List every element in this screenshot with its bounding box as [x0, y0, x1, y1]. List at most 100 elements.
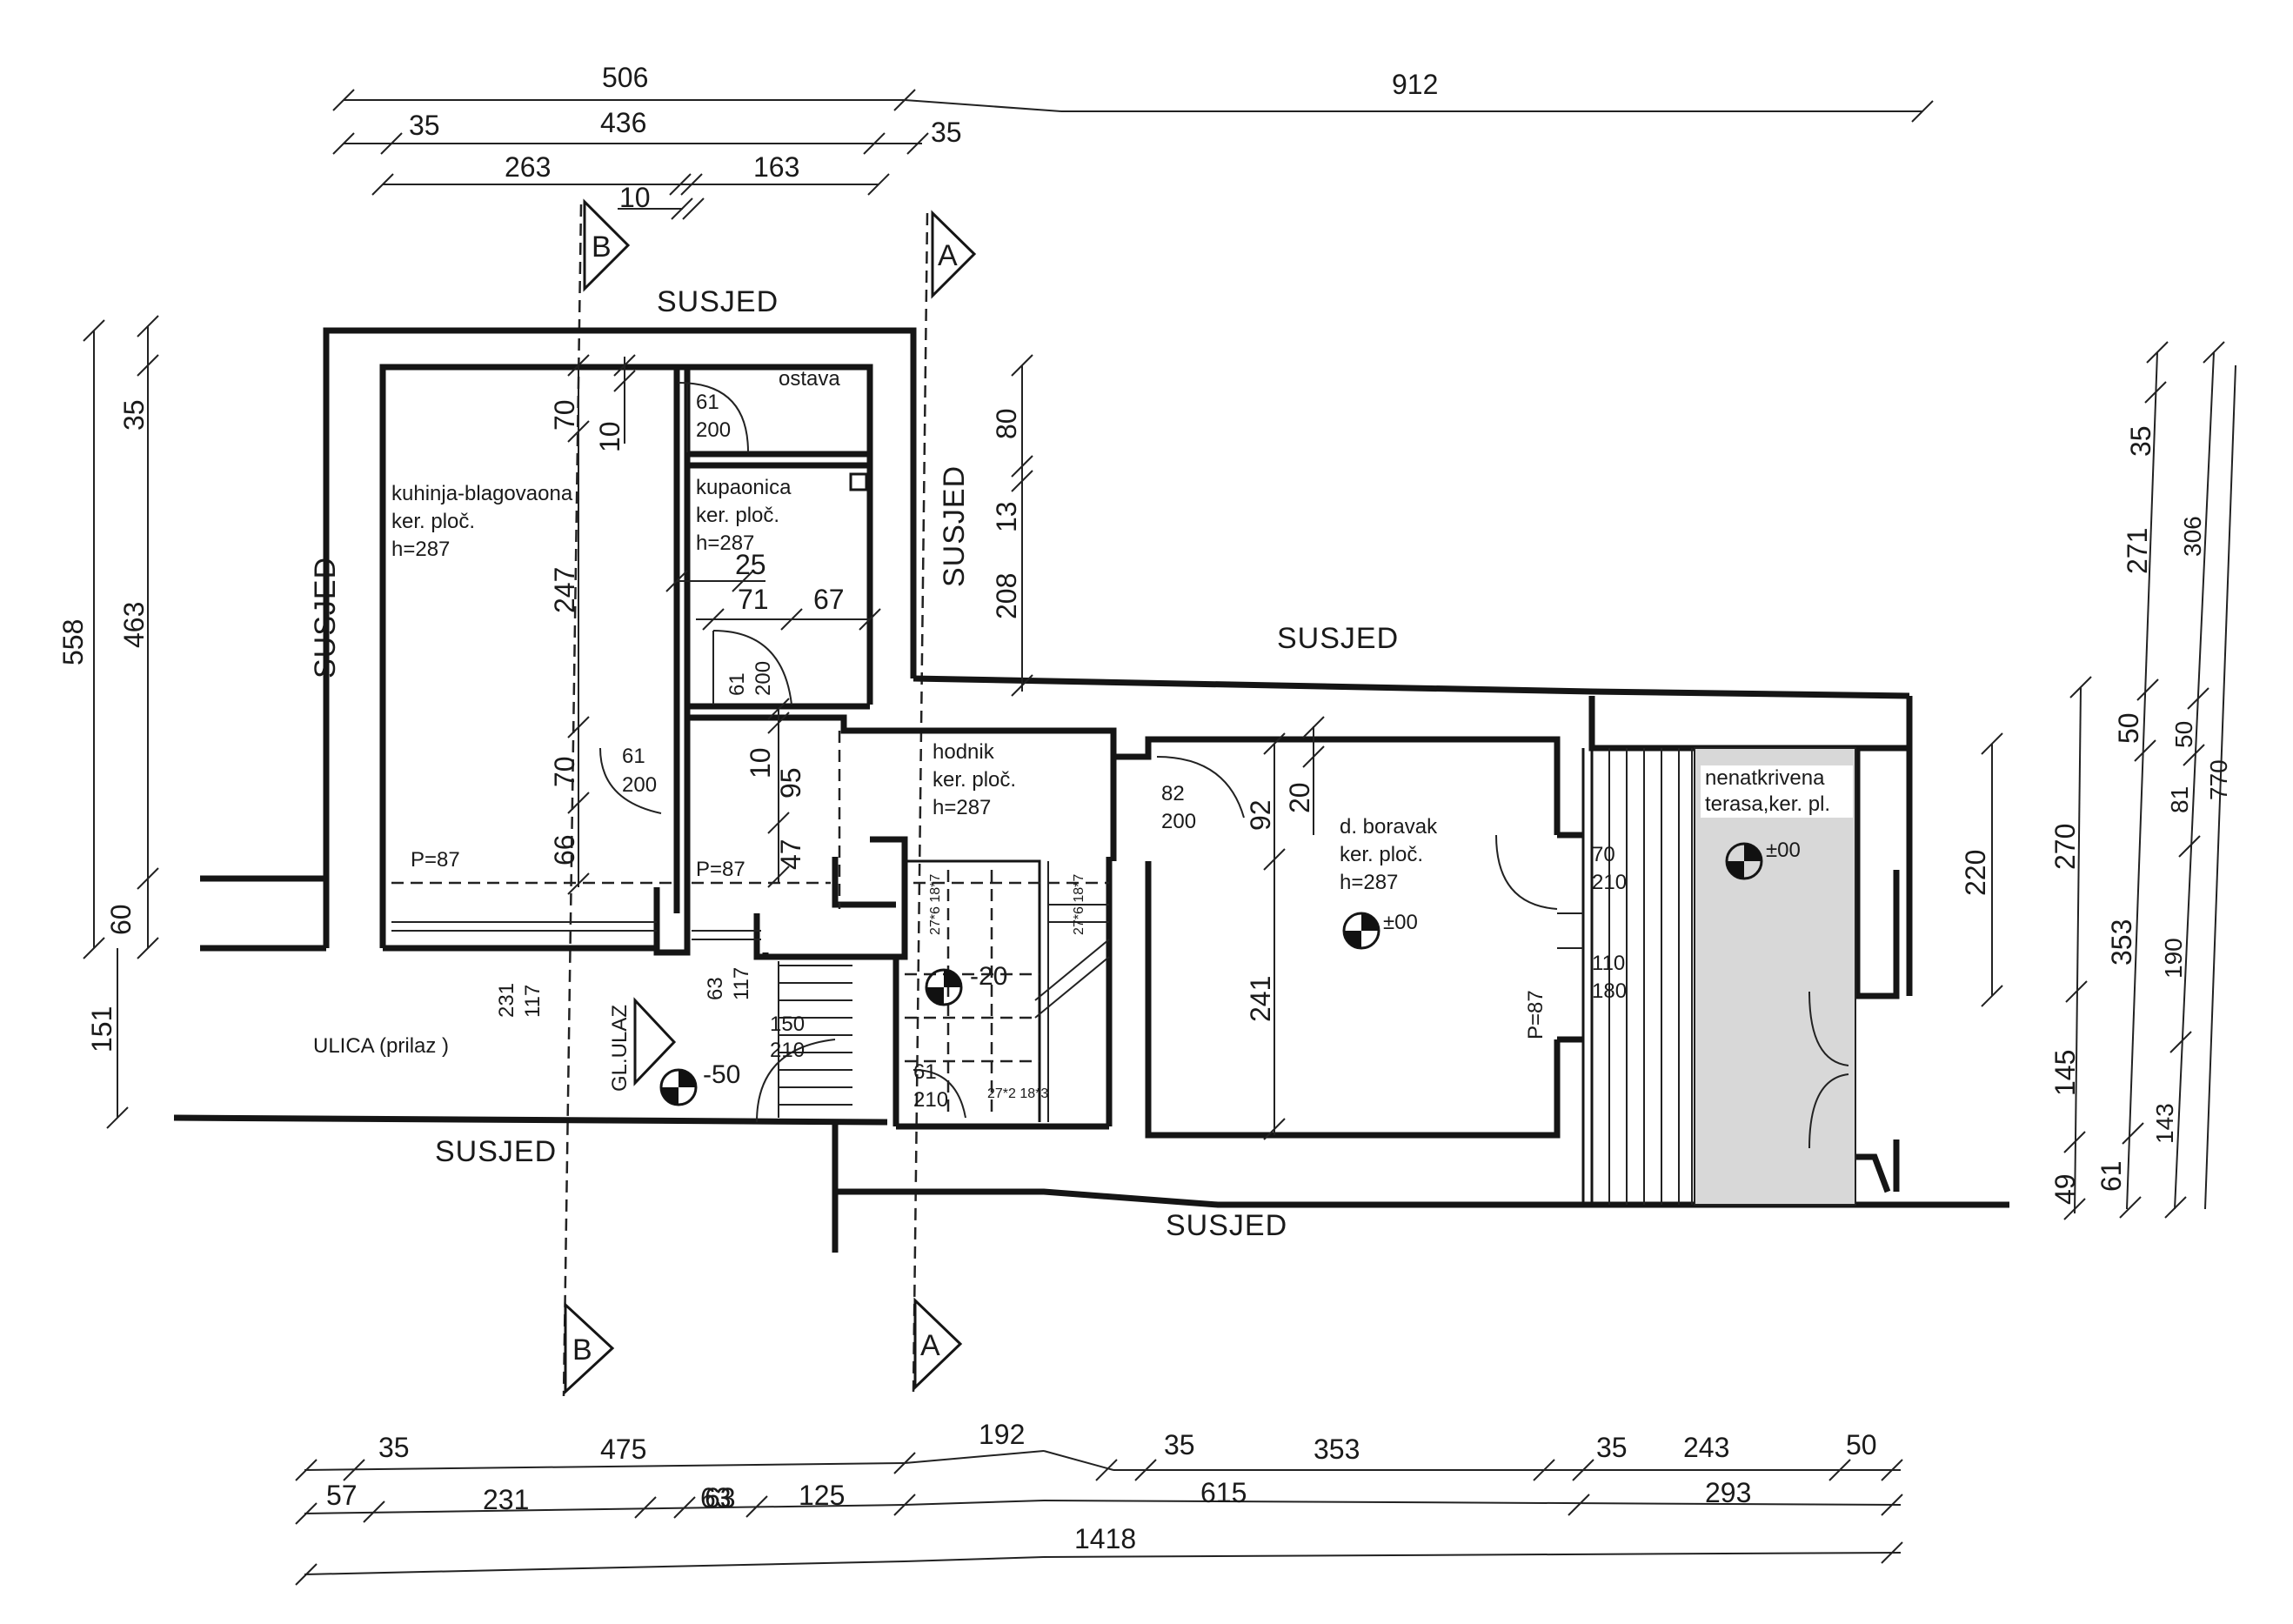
- room-hall: hodnik ker. ploč. h=287: [933, 740, 1016, 819]
- svg-text:293: 293: [1705, 1477, 1751, 1508]
- room-kitchen: kuhinja-blagovaona ker. ploč. h=287 P=87: [391, 482, 573, 872]
- dim-top-35a: 35: [409, 110, 440, 141]
- svg-text:-20: -20: [970, 962, 1007, 991]
- left-dimension-chains: 558 151 35 463 60: [57, 315, 159, 1129]
- room-storage: ostava: [779, 367, 840, 391]
- svg-text:35: 35: [2125, 425, 2156, 457]
- svg-text:27*2 18*3: 27*2 18*3: [987, 1086, 1048, 1101]
- svg-text:13: 13: [991, 501, 1022, 532]
- svg-text:ker. ploč.: ker. ploč.: [1340, 843, 1423, 866]
- svg-text:463: 463: [118, 602, 150, 648]
- room-terrace: nenatkrivena terasa,ker. pl.: [1701, 765, 1853, 818]
- svg-text:±00: ±00: [1766, 839, 1801, 862]
- room-bathroom: kupaonica ker. ploč. h=287 P=87: [696, 476, 792, 881]
- svg-text:10: 10: [745, 747, 776, 779]
- dim-bottom-overlap: 63: [705, 1482, 736, 1514]
- svg-text:70: 70: [1592, 843, 1615, 866]
- svg-text:210: 210: [913, 1088, 948, 1112]
- bottom-dimension-chains: 35 475 192 35 353 35 243 50 57 231 63 63…: [295, 1419, 1903, 1586]
- svg-text:231: 231: [495, 983, 518, 1018]
- svg-text:35: 35: [378, 1432, 410, 1463]
- svg-text:82: 82: [1161, 782, 1185, 805]
- svg-text:h=287: h=287: [696, 531, 754, 555]
- svg-text:200: 200: [622, 773, 657, 797]
- svg-text:200: 200: [752, 661, 775, 696]
- svg-text:270: 270: [2049, 824, 2081, 870]
- door-swings: [599, 382, 1849, 1149]
- svg-text:190: 190: [2160, 938, 2187, 979]
- svg-text:67: 67: [813, 584, 845, 615]
- svg-text:35: 35: [1164, 1429, 1195, 1460]
- svg-text:35: 35: [1596, 1432, 1628, 1463]
- svg-text:ker. ploč.: ker. ploč.: [933, 768, 1016, 792]
- neighbor-label-middle: SUSJED: [1277, 622, 1399, 655]
- svg-text:247: 247: [549, 567, 580, 613]
- svg-text:-50: -50: [703, 1060, 740, 1089]
- entrance-arrow: [633, 997, 677, 1086]
- svg-text:61: 61: [2096, 1160, 2127, 1192]
- svg-text:P=87: P=87: [411, 848, 460, 872]
- dim-top-506: 506: [602, 62, 648, 93]
- svg-text:81: 81: [2166, 786, 2193, 813]
- svg-text:770: 770: [2205, 759, 2232, 800]
- svg-text:70: 70: [549, 756, 580, 787]
- top-dimension-chains: 506 912 35 436 35 263 10 163: [332, 62, 1934, 220]
- svg-text:nenatkrivena: nenatkrivena: [1705, 766, 1825, 790]
- right-dimension-chains: 220 270 145 49 35 271 50 353 61 306 50 8…: [1960, 341, 2236, 1220]
- svg-text:49: 49: [2049, 1173, 2081, 1205]
- svg-text:h=287: h=287: [933, 796, 991, 819]
- svg-text:241: 241: [1245, 976, 1276, 1022]
- svg-text:B: B: [572, 1333, 593, 1367]
- svg-text:66: 66: [549, 834, 580, 865]
- neighbor-label-top: SUSJED: [657, 285, 779, 318]
- svg-text:220: 220: [1960, 850, 1991, 896]
- svg-text:35: 35: [118, 399, 150, 431]
- svg-text:95: 95: [775, 767, 806, 799]
- svg-text:61: 61: [696, 391, 719, 414]
- svg-text:20: 20: [1284, 782, 1315, 813]
- interior-dimensions: 70 247 70 66 10 25 71 67 10 95 47 80 13 …: [549, 354, 1325, 1140]
- svg-text:A: A: [920, 1329, 941, 1362]
- svg-text:10: 10: [594, 421, 625, 452]
- svg-text:A: A: [938, 239, 959, 272]
- dim-top-263: 263: [505, 151, 551, 183]
- svg-text:1418: 1418: [1074, 1523, 1136, 1554]
- svg-text:145: 145: [2049, 1050, 2081, 1096]
- entrance-label: GL.ULAZ: [608, 1005, 632, 1092]
- neighbor-label-bottom-right: SUSJED: [1166, 1209, 1287, 1242]
- dashed-projections: [391, 731, 1109, 1113]
- dim-top-35b: 35: [931, 117, 962, 148]
- svg-text:63: 63: [700, 1482, 732, 1514]
- svg-text:92: 92: [1245, 799, 1276, 831]
- svg-text:180: 180: [1592, 979, 1627, 1003]
- svg-text:117: 117: [521, 985, 545, 1018]
- svg-text:200: 200: [1161, 810, 1196, 833]
- svg-text:h=287: h=287: [391, 538, 450, 561]
- svg-text:h=287: h=287: [1340, 871, 1398, 894]
- svg-text:61: 61: [913, 1060, 937, 1084]
- level-marker-terrace: ±00: [1725, 839, 1801, 880]
- svg-text:306: 306: [2179, 516, 2206, 557]
- svg-text:kupaonica: kupaonica: [696, 476, 792, 499]
- svg-text:70: 70: [549, 399, 580, 431]
- svg-text:61: 61: [725, 672, 749, 696]
- terrace-deck: [1608, 747, 1856, 1206]
- svg-text:ker. ploč.: ker. ploč.: [696, 504, 779, 527]
- svg-text:60: 60: [105, 904, 137, 935]
- svg-text:210: 210: [770, 1039, 805, 1062]
- svg-text:117: 117: [730, 967, 753, 1000]
- svg-text:d. boravak: d. boravak: [1340, 815, 1438, 839]
- svg-text:50: 50: [1846, 1429, 1877, 1460]
- svg-text:200: 200: [696, 418, 731, 442]
- svg-text:57: 57: [326, 1480, 358, 1511]
- kitchen-window: [391, 921, 761, 940]
- svg-text:B: B: [592, 231, 612, 264]
- svg-text:353: 353: [1314, 1434, 1360, 1465]
- svg-text:125: 125: [799, 1480, 845, 1511]
- dim-top-163: 163: [753, 151, 799, 183]
- svg-text:hodnik: hodnik: [933, 740, 995, 764]
- svg-text:kuhinja-blagovaona: kuhinja-blagovaona: [391, 482, 573, 505]
- svg-text:231: 231: [483, 1484, 529, 1515]
- dim-top-436: 436: [600, 107, 646, 138]
